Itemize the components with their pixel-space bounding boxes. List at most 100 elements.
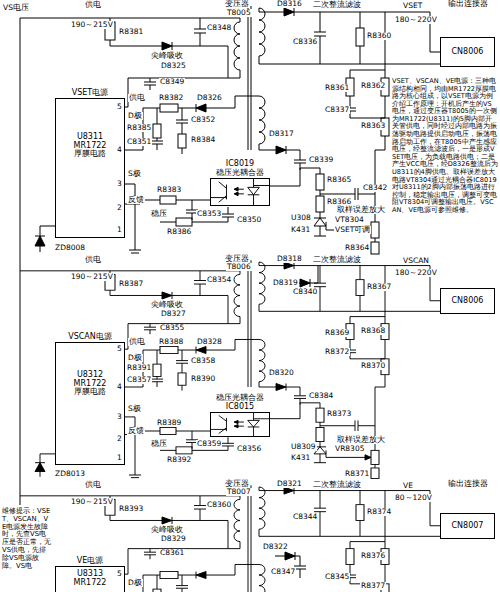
part-label: S极 xyxy=(127,170,142,178)
part-label: 190～215V xyxy=(70,21,114,29)
box-outline xyxy=(210,412,270,437)
part-label: R8360 xyxy=(366,32,392,40)
part-label: C8356 xyxy=(236,445,262,453)
part-label: 尖峰吸收 xyxy=(150,301,184,309)
part-label: C8340 xyxy=(292,288,318,296)
part-label: C8351 xyxy=(126,138,152,146)
symbol-stroke xyxy=(211,415,226,433)
part-label: R8373 xyxy=(326,410,352,418)
part-label: 反馈 xyxy=(127,427,145,435)
part-label: 供电 xyxy=(84,256,102,264)
box-text: CN8006 xyxy=(441,48,494,57)
part-label: R8364 xyxy=(344,244,370,252)
part-label: D8322 xyxy=(262,543,289,551)
part-label: D极 xyxy=(127,112,143,120)
part-label: 5 xyxy=(116,570,123,578)
box-text: MR1722 xyxy=(56,142,124,151)
optocoupler-symbol xyxy=(211,179,269,205)
box-heading: VE电源 xyxy=(55,557,125,566)
optocoupler: IC8019稳压光耦合器 xyxy=(210,160,270,206)
part-label: R8388 xyxy=(158,338,184,346)
part-label: T8007 xyxy=(226,488,252,496)
part-label: R8391 xyxy=(126,364,152,372)
part-label: D8327 xyxy=(160,310,187,318)
part-label: R8361 xyxy=(324,84,350,92)
box-heading: 输出连接器 xyxy=(440,480,495,489)
part-label: 190～215V xyxy=(70,498,114,506)
optocoupler-symbol xyxy=(211,413,269,436)
thick-film-ic: VSET电源U8311MR1722厚膜电路 xyxy=(55,89,125,238)
part-label: 180～220V xyxy=(394,16,438,24)
part-label: S极 xyxy=(127,405,142,413)
circuit-section xyxy=(20,6,440,254)
part-label: 5 xyxy=(116,103,123,111)
part-label: R8367 xyxy=(366,283,392,291)
part-label: R8389 xyxy=(156,419,182,427)
part-label: C8345 xyxy=(324,573,350,581)
box-text: CN8006 xyxy=(441,297,494,306)
part-label: 尖峰吸收 xyxy=(150,526,184,534)
part-label: D8319 xyxy=(272,279,299,287)
part-label: U8309 xyxy=(290,443,317,451)
part-label: R8374 xyxy=(366,508,392,516)
part-label: R8376 xyxy=(360,552,386,560)
part-label: C8360 xyxy=(206,501,232,509)
wire xyxy=(300,279,310,287)
part-label: VSCAN xyxy=(402,257,430,265)
part-label: R8383 xyxy=(156,186,182,194)
box-heading: 稳压光耦合器 xyxy=(210,169,270,178)
part-label: R8387 xyxy=(118,280,144,288)
part-label: 4 xyxy=(116,146,123,154)
box-outline: U8312MR1722厚膜电路 xyxy=(55,342,125,465)
box-heading: 输出连接器 xyxy=(440,0,495,9)
part-label: 供电 xyxy=(128,338,146,346)
part-label: R8372 xyxy=(324,348,350,356)
part-label: K431 xyxy=(290,226,311,234)
part-label: ZD8008 xyxy=(54,244,86,252)
part-label: ZD8013 xyxy=(54,470,86,478)
wire xyxy=(20,18,21,505)
part-label: 稳压 xyxy=(150,440,168,448)
part-label: R8365 xyxy=(326,176,352,184)
part-label: C8353 xyxy=(196,210,222,218)
note-text: 维修提示：VSET、VSCAN、VE电源发生故障时，先查VS电压是否正常，无VS… xyxy=(2,508,52,571)
part-label: 4 xyxy=(116,383,123,391)
part-label: T8005 xyxy=(226,9,252,17)
part-label: D极 xyxy=(127,579,143,587)
part-label: R8384 xyxy=(190,136,216,144)
part-label: D8321 xyxy=(276,480,303,488)
part-label: 2 xyxy=(116,204,123,212)
part-label: D8329 xyxy=(160,535,187,543)
part-label: 5 xyxy=(116,345,123,353)
part-label: R8371 xyxy=(344,470,370,478)
part-label: U308 xyxy=(290,214,312,222)
part-label: C8347 xyxy=(270,568,296,576)
part-label: 供电 xyxy=(84,481,102,489)
part-label: 稳压 xyxy=(150,210,168,218)
part-label: R8385 xyxy=(126,124,152,132)
part-label: R8390 xyxy=(190,375,216,383)
part-label: C8355 xyxy=(159,324,185,332)
part-label: 变压器 xyxy=(224,480,250,488)
thick-film-ic: VSCAN电源U8312MR1722厚膜电路 xyxy=(55,333,125,465)
box-heading: VSET电源 xyxy=(55,89,125,98)
part-label: VR8305 xyxy=(334,445,365,453)
box-outline: CN8007 xyxy=(440,513,495,539)
part-label: D8326 xyxy=(196,94,223,102)
part-label: C8337 xyxy=(324,106,350,114)
part-label: R8392 xyxy=(166,456,192,464)
part-label: 3 xyxy=(116,413,123,421)
part-label: 1 xyxy=(116,226,123,234)
part-label: R8368 xyxy=(360,327,386,335)
part-label: VS电压 xyxy=(2,4,30,12)
part-label: D8316 xyxy=(276,0,303,8)
optocoupler-symbol xyxy=(211,179,269,205)
part-label: C8384 xyxy=(308,392,334,400)
part-label: C8339 xyxy=(308,156,334,164)
part-label: 供电 xyxy=(84,1,102,9)
box-outline: U8311MR1722厚膜电路 xyxy=(55,98,125,238)
part-label: C8354 xyxy=(206,276,232,284)
part-label: D极 xyxy=(127,354,143,362)
box-text: MR1722 xyxy=(56,579,124,588)
part-label: R8382 xyxy=(158,94,184,102)
